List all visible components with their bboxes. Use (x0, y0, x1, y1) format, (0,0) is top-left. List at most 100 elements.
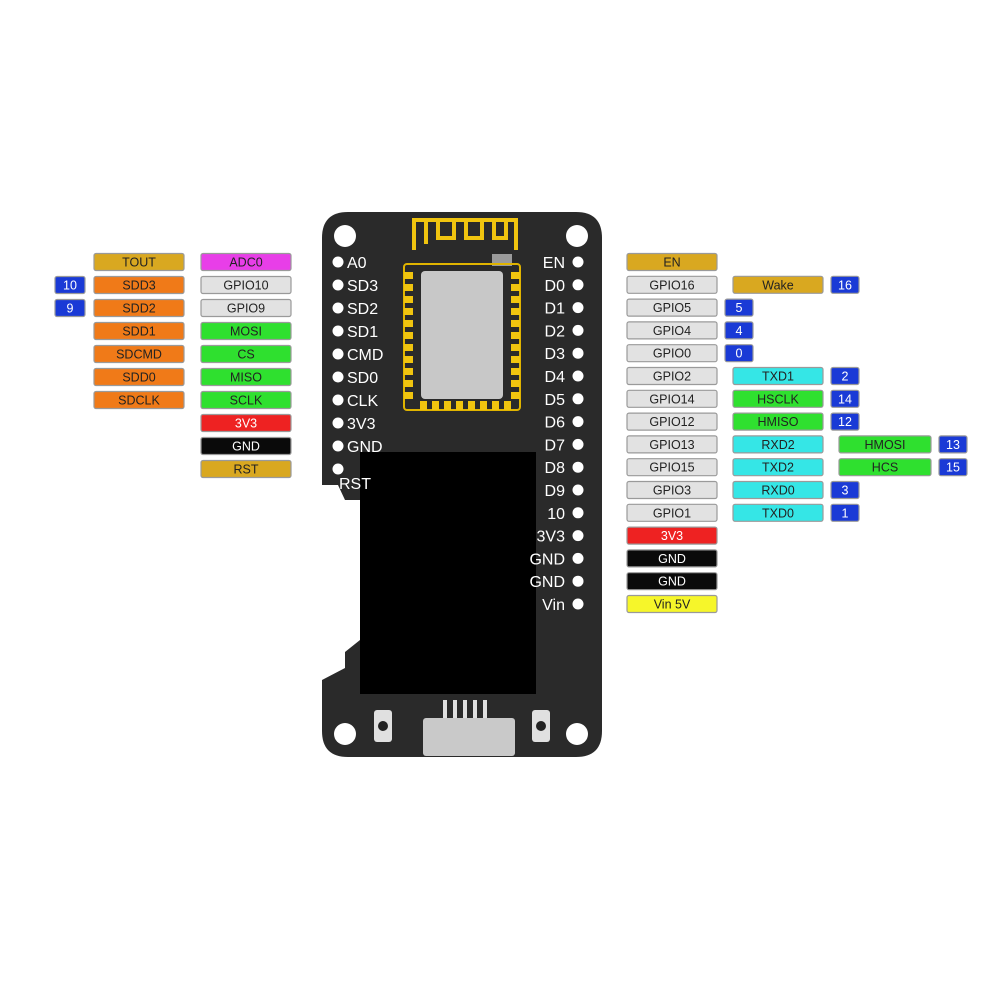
module-pad (404, 308, 413, 315)
pin-hole (572, 279, 584, 291)
tag-gpio: GPIO16 (626, 275, 718, 294)
pin-label: GND (529, 551, 565, 568)
tag-gpio: GPIO5 (626, 298, 718, 317)
module-pad (511, 272, 520, 279)
tag-box (93, 367, 185, 387)
tag-label: SDCLK (118, 394, 160, 408)
tag-label: 13 (946, 438, 960, 452)
tag-label: SDD2 (122, 302, 155, 316)
pin-label: EN (543, 255, 565, 272)
tag-label: 3 (842, 484, 849, 498)
pin-label: D3 (545, 346, 566, 363)
tag-spi: HSCLK (732, 389, 824, 408)
tag-box (200, 390, 292, 410)
pin-hole (572, 393, 584, 405)
tag-box (93, 298, 185, 318)
tag-number: 16 (830, 275, 860, 294)
tag-gpio: GPIO15 (626, 458, 718, 477)
tag-box (626, 572, 718, 591)
pin-hole (572, 347, 584, 359)
module-pad (511, 368, 520, 375)
tag-gpio: GPIO13 (626, 435, 718, 454)
tag-label: GPIO9 (227, 302, 265, 316)
tag-label: HSCLK (757, 392, 799, 406)
tag-box (732, 412, 824, 431)
tag-box (626, 321, 718, 340)
tag-gpio: GPIO2 (626, 366, 718, 386)
tag-number: 10 (54, 275, 86, 295)
tag-box (626, 549, 718, 568)
tag-label: 16 (838, 278, 852, 292)
tag-gpio: GPIO12 (626, 412, 718, 431)
pin-hole (332, 256, 344, 268)
tag-box (830, 275, 860, 294)
pin-hole (572, 302, 584, 314)
tag-box (732, 480, 824, 500)
pin-label: D6 (545, 415, 566, 432)
module-pad (511, 356, 520, 363)
tag-label: TXD0 (762, 506, 794, 520)
tag-label: CS (237, 348, 254, 362)
module-pad (432, 401, 439, 410)
tag-reset: RST (200, 459, 292, 479)
tag-box (830, 480, 860, 500)
tag-box (830, 412, 860, 431)
pin-label: D7 (545, 437, 566, 454)
tag-box (200, 252, 292, 272)
tag-box (93, 275, 185, 295)
tag-label: HMOSI (865, 438, 906, 452)
tag-spi: MOSI (200, 321, 292, 341)
usb-connector (423, 700, 515, 756)
tag-label: 1 (842, 506, 849, 520)
tag-uart: RXD0 (732, 480, 824, 500)
antenna-trace (412, 218, 518, 250)
tag-box (200, 413, 292, 433)
tag-box (200, 275, 292, 295)
tag-label: 15 (946, 461, 960, 475)
pin-label: GND (529, 574, 565, 591)
tag-box (626, 389, 718, 408)
tag-number: 14 (830, 389, 860, 408)
tag-gpio: GPIO3 (626, 480, 718, 500)
tag-label: GPIO13 (649, 438, 694, 452)
pin-label: D0 (545, 278, 566, 295)
module-pad (420, 401, 427, 410)
module-pad (511, 380, 520, 387)
tag-box (938, 458, 968, 477)
module-pad (404, 368, 413, 375)
module-pad (404, 296, 413, 303)
pin-label: CLK (347, 393, 378, 410)
tag-box (724, 298, 754, 317)
tag-label: GND (658, 552, 686, 566)
tag-number: 12 (830, 412, 860, 431)
module-pad (504, 401, 511, 410)
tag-label: 4 (736, 324, 743, 338)
tag-uart: TXD2 (732, 458, 824, 477)
tag-box (626, 458, 718, 477)
module-pad (511, 344, 520, 351)
tag-box (724, 344, 754, 363)
tag-box (200, 298, 292, 318)
tag-gpio: GPIO10 (200, 275, 292, 295)
tag-ground: GND (626, 549, 718, 568)
pin-label: 3V3 (537, 529, 566, 546)
display-flex (322, 485, 360, 680)
tag-box (626, 412, 718, 431)
tag-label: 0 (736, 347, 743, 361)
button-left (374, 710, 392, 742)
pin-hole (572, 324, 584, 336)
tag-box (626, 298, 718, 317)
module-pad (404, 356, 413, 363)
module-pad (468, 401, 475, 410)
tag-spi: HMOSI (838, 435, 932, 454)
tag-label: 9 (67, 302, 74, 316)
tag-label: GPIO3 (653, 484, 691, 498)
tag-box (626, 252, 718, 272)
tag-box (200, 367, 292, 387)
